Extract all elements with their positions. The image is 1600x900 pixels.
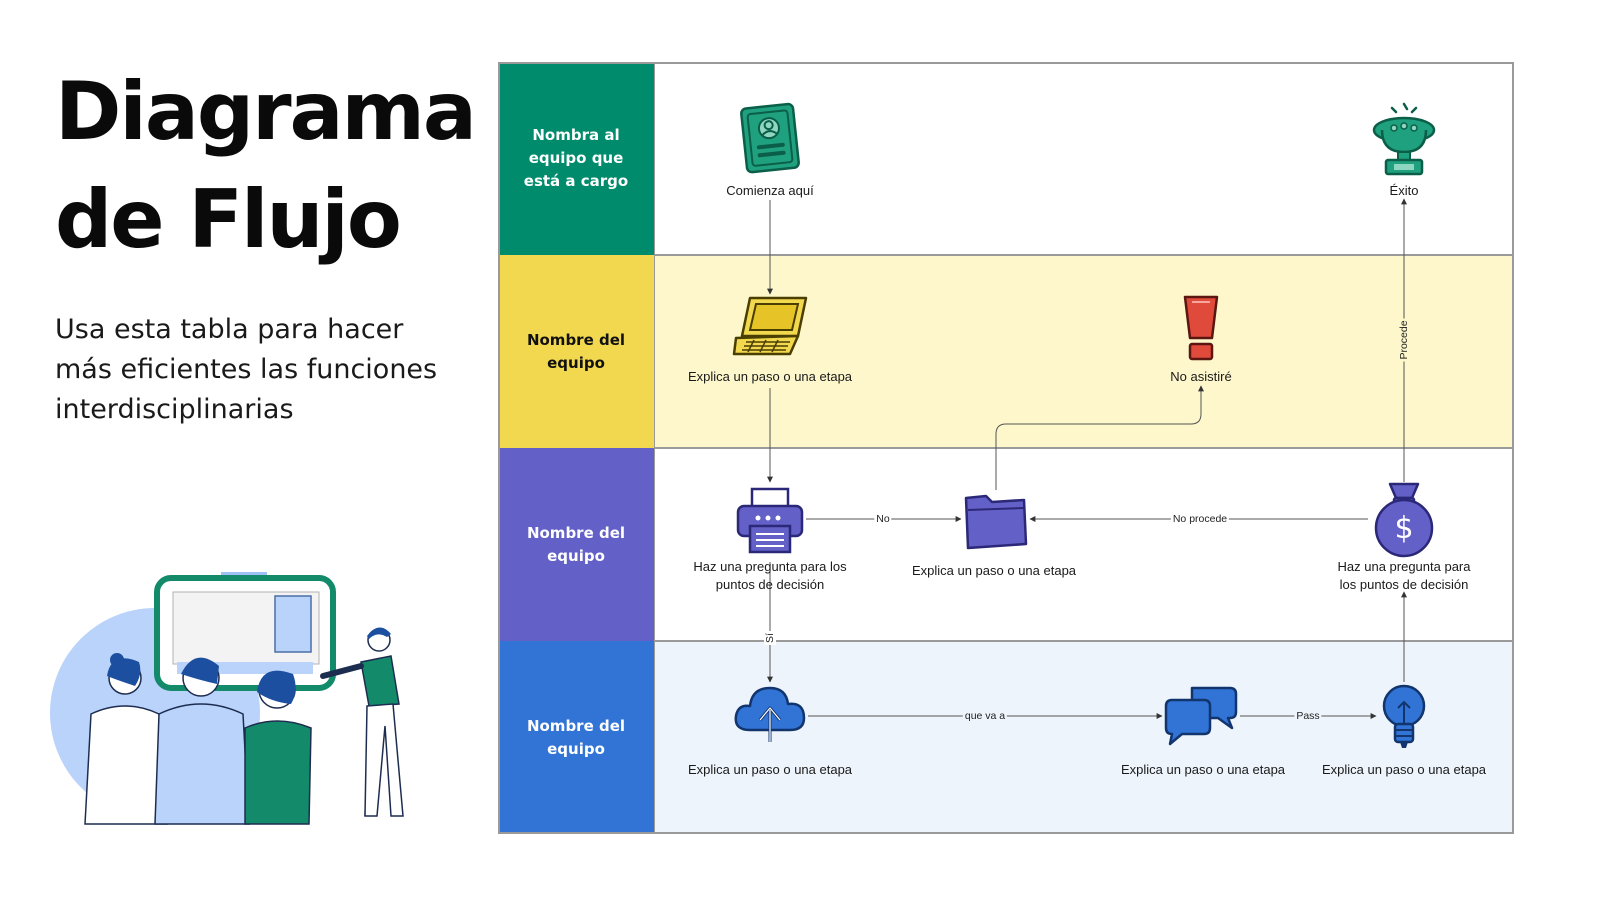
id-card-icon: [740, 102, 800, 174]
lightbulb-icon: [1382, 684, 1426, 748]
node-label-chat: Explica un paso o una etapa: [1120, 762, 1286, 777]
title-line-2: de Flujo: [55, 173, 402, 266]
lane-4-body: [654, 641, 1514, 834]
folder-icon: [964, 494, 1028, 550]
node-label-printer: Haz una pregunta para los puntos de deci…: [693, 559, 847, 592]
trophy-icon: [1372, 102, 1436, 176]
edge-label-no: No: [874, 513, 892, 525]
node-label-cloud: Explica un paso o una etapa: [687, 762, 853, 777]
node-label-laptop: Explica un paso o una etapa: [687, 369, 853, 384]
chat-bubbles-icon: [1164, 686, 1238, 746]
cloud-upload-icon: [734, 686, 806, 742]
page-title: Diagrama de Flujo: [55, 58, 477, 274]
node-label-success: Éxito: [1389, 183, 1419, 198]
team-illustration: [50, 572, 404, 825]
lane-3-header: Nombre del equipo: [498, 448, 654, 641]
lane-3-body: [654, 448, 1514, 641]
money-bag-icon: $: [1374, 482, 1434, 558]
exclamation-icon: [1183, 295, 1219, 361]
edge-label-pass: Pass: [1294, 710, 1322, 722]
lane-1-header: Nombra al equipo que está a cargo: [498, 62, 654, 255]
lane-4-header: Nombre del equipo: [498, 641, 654, 834]
laptop-icon: [732, 296, 808, 356]
page-subtitle: Usa esta tabla para hacer más eficientes…: [55, 314, 438, 425]
lane-4: Nombre del equipo: [498, 641, 1514, 834]
edge-label-procede: Procede: [1398, 318, 1410, 362]
lane-2-body: [654, 255, 1514, 448]
node-label-alert: No asistiré: [1170, 369, 1232, 384]
lane-2: Nombre del equipo: [498, 255, 1514, 448]
edge-folder-alert: [995, 385, 1204, 490]
swimlane-diagram: Nombra al equipo que está a cargo Nombre…: [498, 62, 1514, 834]
node-label-start: Comienza aquí: [726, 183, 814, 198]
node-label-folder: Explica un paso o una etapa: [911, 563, 1077, 578]
title-line-1: Diagrama: [55, 65, 477, 158]
node-label-money: Haz una pregunta para los puntos de deci…: [1337, 559, 1471, 592]
lane-2-header: Nombre del equipo: [498, 255, 654, 448]
node-label-bulb: Explica un paso o una etapa: [1321, 762, 1487, 777]
edge-label-si: Sí: [764, 631, 776, 645]
printer-icon: [736, 487, 804, 554]
edge-label-que-va-a: que va a: [962, 710, 1008, 722]
lane-3: Nombre del equipo: [498, 448, 1514, 641]
edge-label-no-procede: No procede: [1170, 513, 1230, 525]
svg-text:$: $: [1394, 511, 1413, 546]
